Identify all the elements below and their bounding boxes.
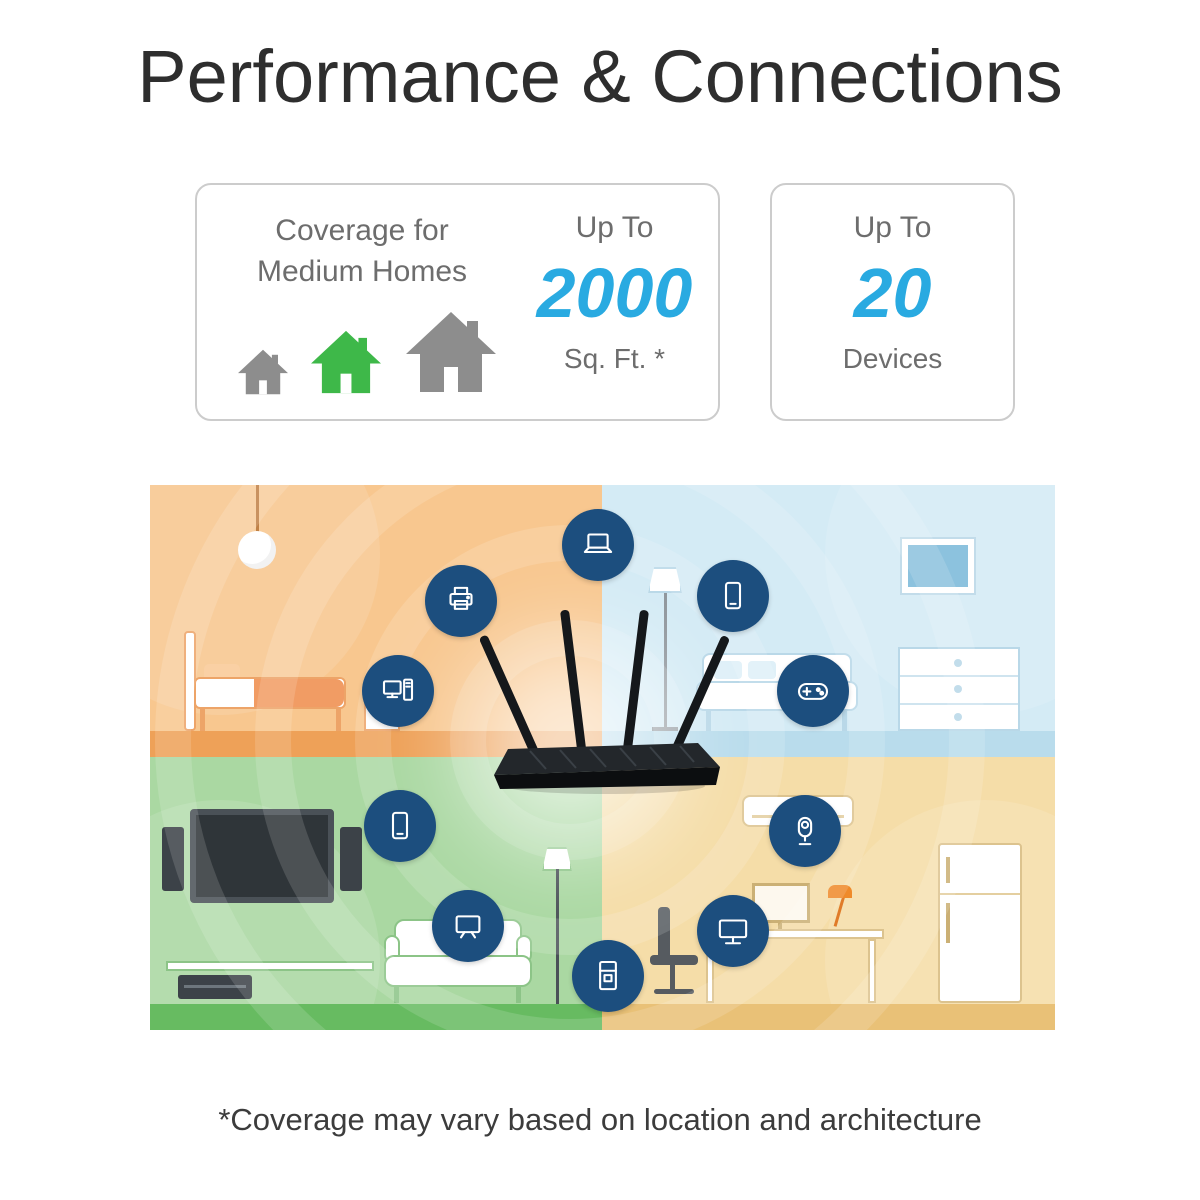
bed-leg	[336, 709, 341, 731]
medium-house-green-icon	[311, 330, 381, 394]
coverage-label-line1: Coverage for	[275, 214, 449, 247]
smartphone-icon	[391, 811, 409, 840]
desktop-pc-badge	[362, 655, 434, 727]
water-purifier-icon	[599, 960, 617, 991]
gamepad-icon	[797, 682, 829, 700]
tv-badge	[432, 890, 504, 962]
monitor-badge	[697, 895, 769, 967]
monitor-icon	[718, 919, 748, 945]
office-yellow-quadrant	[602, 757, 1055, 1030]
speaker	[340, 827, 362, 891]
office-chair-base	[654, 989, 694, 994]
router-illustration	[480, 609, 729, 794]
smartphone-badge	[364, 790, 436, 862]
laptop-icon	[583, 533, 613, 554]
house-size-row	[223, 307, 513, 397]
desk-monitor-stand	[778, 923, 782, 930]
refrigerator-handle	[946, 903, 950, 943]
dresser-drawer-line	[900, 703, 1018, 705]
sofa-leg	[516, 987, 521, 1003]
devices-stat: Up To 20 Devices	[772, 211, 1013, 375]
coverage-label: Coverage for Medium Homes	[217, 211, 507, 292]
wall-tv	[190, 809, 334, 903]
coverage-stat: Up To 2000 Sq. Ft. *	[527, 211, 702, 375]
dresser-knob	[954, 659, 962, 667]
refrigerator-handle	[946, 857, 950, 883]
office-chair-back	[658, 907, 670, 961]
desktop-pc-icon	[382, 678, 414, 701]
pendant-lamp-cord	[256, 485, 259, 535]
coverage-unit: Sq. Ft. *	[563, 342, 666, 374]
devices-value: 20	[853, 254, 932, 332]
page-title: Performance & Connections	[137, 35, 1063, 118]
daybed-pillow	[714, 661, 742, 679]
security-camera-icon	[797, 816, 813, 846]
small-house-icon	[238, 349, 288, 395]
devices-unit: Devices	[842, 342, 943, 374]
smartphone-icon	[724, 581, 742, 610]
floor-lamp-pole	[664, 593, 667, 731]
bedroom-blue-quadrant	[602, 485, 1055, 757]
office-chair-post	[670, 965, 675, 991]
gamepad-badge	[777, 655, 849, 727]
dresser-knob	[954, 685, 962, 693]
bed-leg	[200, 709, 205, 731]
dresser-drawer-line	[900, 675, 1018, 677]
security-camera-badge	[769, 795, 841, 867]
coverage-value: 2000	[536, 254, 693, 332]
coverage-disclaimer: *Coverage may vary based on location and…	[218, 1102, 982, 1137]
large-house-icon	[406, 312, 496, 392]
devices-up-to: Up To	[853, 211, 932, 244]
floor-lamp-shade	[648, 567, 682, 593]
refrigerator-door-line	[940, 893, 1020, 895]
floor-lamp-pole	[556, 869, 559, 1005]
desk-leg	[868, 939, 876, 1003]
office-chair-seat	[650, 955, 698, 965]
floor-strip	[150, 1004, 602, 1030]
coverage-card: Coverage for Medium Homes Up To 2000	[195, 183, 720, 421]
printer-badge	[425, 565, 497, 637]
bedroom-orange-quadrant	[150, 485, 602, 757]
stereo-detail	[184, 985, 246, 988]
smartphone-badge	[697, 560, 769, 632]
floor-lamp-shade	[542, 847, 572, 871]
speaker	[162, 827, 184, 891]
coverage-up-to: Up To	[575, 211, 654, 244]
daybed-leg	[706, 711, 711, 731]
devices-card: Up To 20 Devices	[770, 183, 1015, 421]
daybed-pillow	[748, 661, 776, 679]
water-purifier-badge	[572, 940, 644, 1012]
wall-picture	[902, 539, 974, 593]
tv-icon	[455, 915, 481, 939]
coverage-label-line2: Medium Homes	[256, 254, 468, 288]
home-coverage-illustration	[150, 485, 1055, 1030]
daybed-leg	[842, 711, 847, 731]
printer-icon	[449, 586, 473, 610]
laptop-badge	[562, 509, 634, 581]
refrigerator	[938, 843, 1022, 1003]
bed-blanket	[254, 679, 344, 707]
sofa-leg	[394, 987, 399, 1003]
desk-lamp-shade	[828, 885, 852, 898]
media-shelf	[166, 961, 374, 971]
dresser-knob	[954, 713, 962, 721]
pendant-lamp-shade	[238, 531, 276, 569]
floor-strip	[602, 1004, 1055, 1030]
